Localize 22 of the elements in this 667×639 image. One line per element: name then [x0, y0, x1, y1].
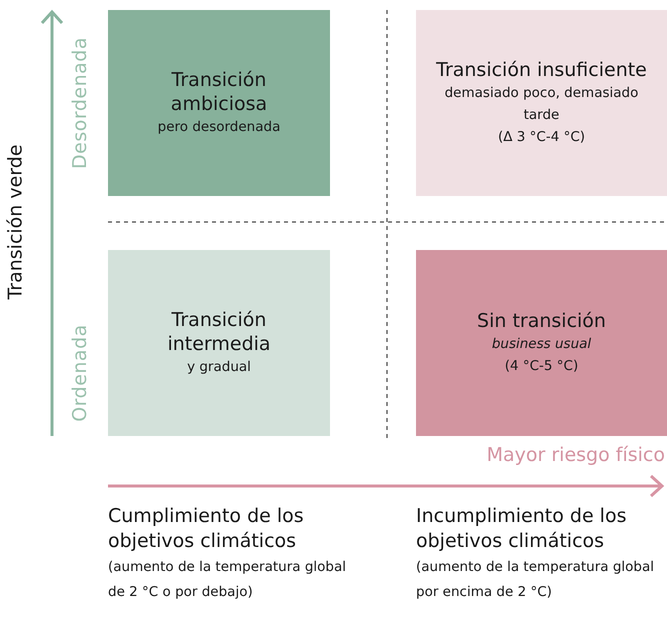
quadrant-subtitle: (Δ 3 °C-4 °C) — [498, 128, 586, 147]
quadrant-box — [416, 10, 667, 196]
quadrant-subtitle: business usual — [492, 335, 592, 354]
scenario-heading: Incumplimiento de los objetivos climáticos — [416, 505, 626, 552]
scenario-heading: Cumplimiento de los objetivos climáticos — [108, 505, 304, 552]
scenario-note: (aumento de la temperatura global por encima de 2 °C) — [416, 559, 654, 600]
axis-label: Mayor riesgo físico — [486, 444, 665, 466]
quadrant-box — [416, 250, 667, 436]
quadrant-title: Transición insuficiente — [436, 58, 647, 82]
quadrant-title: Transición intermedia — [166, 308, 272, 356]
quadrant-title: Transición ambiciosa — [170, 68, 268, 116]
quadrant-box — [108, 10, 330, 196]
quadrant-subtitle: pero desordenada — [158, 118, 280, 137]
quadrant-subtitle: demasiado poco, demasiado tarde — [444, 84, 640, 125]
quadrant-subtitle: (4 °C-5 °C) — [504, 357, 578, 376]
quadrant-subtitle: y gradual — [187, 358, 251, 377]
axis-label: Desordenada — [68, 37, 91, 169]
quadrant-box — [108, 250, 330, 436]
quadrant-title: Sin transición — [477, 309, 606, 333]
axis-label: Ordenada — [68, 324, 91, 422]
scenario-note: (aumento de la temperatura global de 2 °C o por debajo) — [108, 559, 346, 600]
axis-title: Transición verde — [4, 144, 26, 300]
